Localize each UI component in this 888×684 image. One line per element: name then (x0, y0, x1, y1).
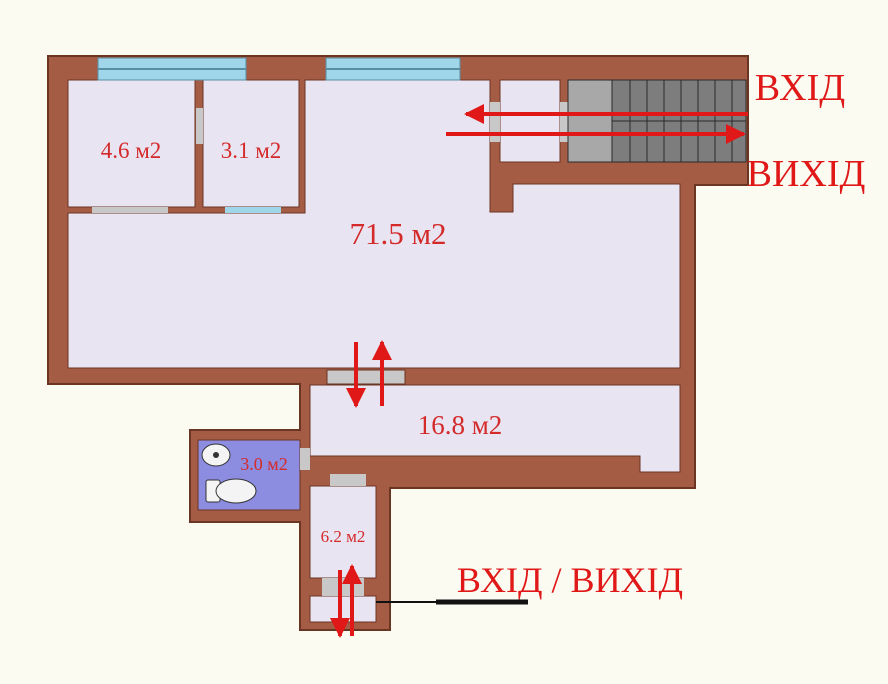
door (300, 448, 310, 470)
bathroom-fixtures (201, 443, 257, 504)
door (330, 474, 366, 486)
main-hall-floor (67, 79, 681, 369)
toilet-icon (205, 478, 257, 504)
door (490, 102, 500, 142)
door (196, 108, 203, 144)
windows (97, 57, 461, 81)
main-entrance-label: ВХІД (755, 67, 845, 109)
door (225, 207, 281, 213)
rear-entrance-label: ВХІД / ВИХІД (457, 560, 683, 600)
door (560, 102, 568, 142)
entrance-labels: ВХІД ВИХІД ВХІД / ВИХІД (457, 67, 866, 600)
room-1-area: 4.6 м2 (101, 138, 162, 163)
sink-icon (201, 443, 231, 467)
room-2-area: 3.1 м2 (221, 138, 282, 163)
door (92, 207, 168, 213)
stair-landing-floor (499, 79, 561, 163)
rooms (67, 79, 681, 623)
main-exit-label: ВИХІД (747, 153, 866, 195)
movement-arrows (330, 104, 748, 638)
door (326, 369, 406, 385)
room-labels: 4.6 м2 3.1 м2 71.5 м2 16.8 м2 3.0 м2 6.2… (101, 138, 503, 546)
bathroom-area: 3.0 м2 (240, 454, 287, 474)
room-1-floor (67, 79, 196, 208)
main-hall-area: 71.5 м2 (349, 216, 446, 251)
vestibule-entry-floor (309, 595, 377, 623)
room-2-floor (202, 79, 300, 208)
corridor-area: 16.8 м2 (418, 410, 503, 440)
vestibule-area: 6.2 м2 (321, 527, 366, 546)
door (322, 578, 364, 596)
staircase (567, 79, 747, 163)
